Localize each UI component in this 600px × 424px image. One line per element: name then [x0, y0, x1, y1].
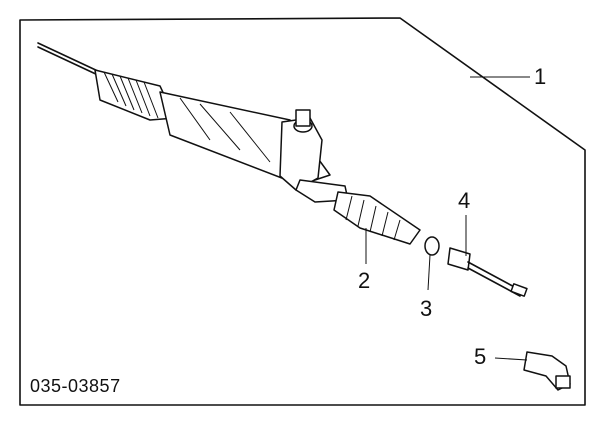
- callout-2: 2: [358, 268, 371, 293]
- steering-rack-assembly: [37, 42, 349, 203]
- callout-5: 5: [474, 344, 487, 369]
- callout-3: 3: [420, 296, 433, 321]
- catalog-number: 035-03857: [30, 376, 121, 396]
- inner-tie-rod: [447, 247, 528, 297]
- callout-1: 1: [534, 64, 547, 89]
- callout-4: 4: [458, 188, 471, 213]
- ring-clip: [424, 236, 440, 256]
- leader-line-5: [494, 357, 528, 361]
- leader-line-3: [427, 254, 431, 291]
- outer-tie-rod-end: [523, 351, 571, 391]
- right-bellows-boot: [333, 191, 421, 245]
- frame-outline: [19, 17, 586, 406]
